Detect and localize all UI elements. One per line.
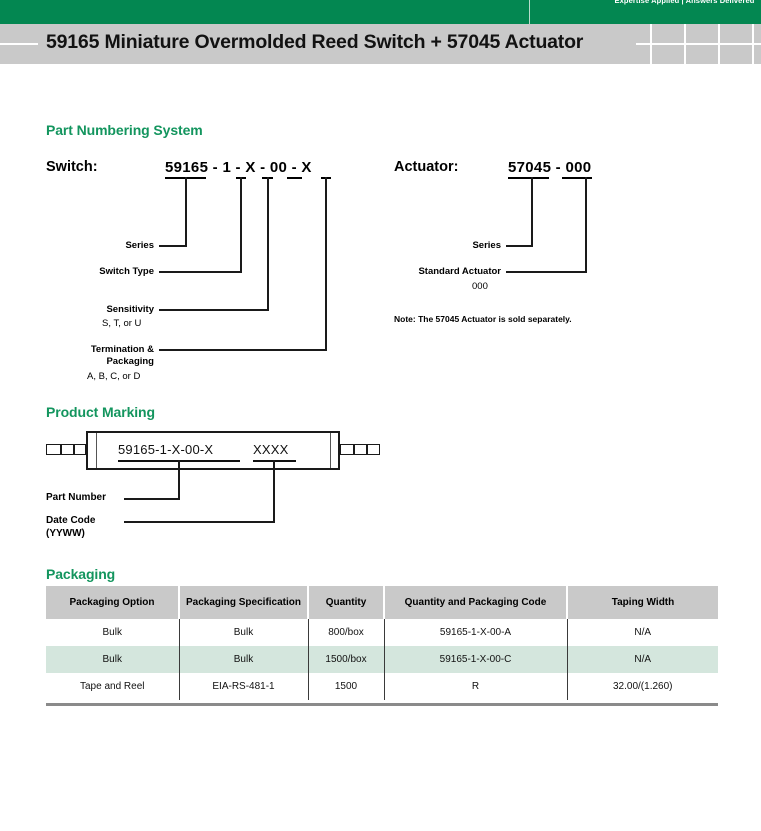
section-heading-packaging: Packaging	[46, 566, 116, 582]
callout-series: Series	[125, 240, 154, 251]
callout-sensitivity-values: S, T, or U	[102, 318, 142, 329]
switch-lead-right-tick	[366, 444, 368, 455]
leader-line-part-number-horizontal	[124, 498, 180, 500]
leader-line-date-code-vertical	[273, 460, 275, 521]
actuator-note: Note: The 57045 Actuator is sold separat…	[394, 314, 572, 324]
cell-packaging-option: Bulk	[46, 619, 180, 646]
cell-packaging-specification: Bulk	[179, 619, 309, 646]
cell-quantity-packaging-code: 59165-1-X-00-A	[384, 619, 568, 646]
callout-date-code-format: (YYWW)	[46, 528, 85, 539]
column-header-quantity-packaging-code: Quantity and Packaging Code	[384, 586, 568, 619]
leader-line-termination-vertical	[325, 177, 327, 349]
switch-lead-left-tick	[60, 444, 62, 455]
leader-line-series-horizontal	[159, 245, 187, 247]
callout-date-code: Date Code	[46, 515, 96, 526]
cell-taping-width: N/A	[634, 627, 652, 638]
callout-termination: Termination &	[90, 344, 154, 355]
switch-body-inner-line-right	[330, 433, 331, 468]
title-grid-line	[650, 24, 652, 64]
callout-termination-values: A, B, C, or D	[87, 371, 141, 382]
section-heading-part-numbering: Part Numbering System	[46, 122, 203, 138]
cell-taping-width: N/A	[567, 646, 718, 673]
leader-line-actuator-series-vertical	[531, 177, 533, 245]
marking-date-code: XXXX	[253, 442, 289, 457]
switch-lead-left	[46, 444, 86, 455]
column-header-packaging-option: Packaging Option	[46, 586, 180, 619]
page-title: 59165 Miniature Overmolded Reed Switch +…	[46, 31, 584, 53]
segment-underline-code	[287, 177, 302, 179]
brand-tagline: Expertise Applied | Answers Delivered	[614, 0, 755, 5]
header-divider	[529, 0, 530, 24]
cell-packaging-specification: Bulk	[179, 646, 309, 673]
cell-quantity: 1500/box	[308, 646, 385, 673]
column-header-taping-width: Taping Width	[567, 586, 718, 619]
column-header-packaging-specification: Packaging Specification	[179, 586, 309, 619]
switch-body-inner-line-left	[96, 433, 97, 468]
switch-lead-right-tick	[353, 444, 355, 455]
column-header-quantity: Quantity	[308, 586, 385, 619]
leader-line-actuator-series-horizontal	[506, 245, 533, 247]
title-text-backdrop	[38, 24, 636, 64]
segment-underline-actuator-series	[508, 177, 549, 179]
leader-line-termination-horizontal	[159, 349, 327, 351]
callout-standard-actuator: Standard Actuator	[418, 266, 501, 277]
leader-line-switch-type-horizontal	[159, 271, 242, 273]
section-heading-product-marking: Product Marking	[46, 404, 155, 420]
table-row: Bulk Bulk 800/box 59165-1-X-00-A N/A	[46, 619, 718, 646]
callout-standard-actuator-value: 000	[472, 281, 488, 292]
switch-body-outline	[86, 431, 340, 470]
cell-quantity-packaging-code: 59165-1-X-00-C	[384, 646, 568, 673]
callout-switch-type: Switch Type	[99, 266, 154, 277]
callout-sensitivity: Sensitivity	[106, 304, 154, 315]
switch-label: Switch:	[46, 159, 98, 175]
callout-termination-line2: Packaging	[106, 356, 154, 367]
switch-part-number: 59165 - 1 - X - 00 - X	[165, 159, 312, 176]
actuator-label: Actuator:	[394, 159, 459, 175]
cell-quantity-packaging-code: R	[384, 673, 568, 700]
leader-line-sensitivity-vertical	[267, 177, 269, 309]
table-row: Bulk Bulk 1500/box 59165-1-X-00-C N/A	[46, 646, 718, 673]
leader-line-switch-type-vertical	[240, 177, 242, 271]
cell-quantity: 1500	[308, 673, 385, 700]
marking-part-number: 59165-1-X-00-X	[118, 442, 214, 457]
table-row: Tape and Reel EIA-RS-481-1 1500 R 32.00/…	[46, 673, 718, 700]
table-bottom-rule	[46, 703, 718, 706]
switch-lead-left-tick	[73, 444, 75, 455]
brand-header-band	[0, 0, 761, 24]
segment-underline-standard-actuator	[562, 177, 592, 179]
cell-packaging-option: Bulk	[46, 646, 180, 673]
leader-line-part-number-vertical	[178, 460, 180, 498]
cell-taping-width: 32.00/(1.260)	[613, 681, 673, 692]
cell-packaging-option: Tape and Reel	[46, 673, 180, 700]
leader-line-sensitivity-horizontal	[159, 309, 269, 311]
leader-line-series-vertical	[185, 177, 187, 245]
title-grid-line	[684, 24, 686, 64]
leader-line-standard-actuator-vertical	[585, 177, 587, 271]
leader-line-standard-actuator-horizontal	[506, 271, 587, 273]
callout-part-number: Part Number	[46, 492, 107, 503]
title-grid-line	[752, 24, 754, 64]
actuator-part-number: 57045 - 000	[508, 159, 592, 176]
table-header-row: Packaging Option Packaging Specification…	[46, 586, 718, 619]
packaging-table: Packaging Option Packaging Specification…	[46, 586, 718, 700]
leader-line-date-code-horizontal	[124, 521, 275, 523]
cell-packaging-specification: EIA-RS-481-1	[179, 673, 309, 700]
callout-actuator-series: Series	[472, 240, 501, 251]
cell-quantity: 800/box	[308, 619, 385, 646]
title-grid-line	[718, 24, 720, 64]
switch-lead-right	[340, 444, 380, 455]
